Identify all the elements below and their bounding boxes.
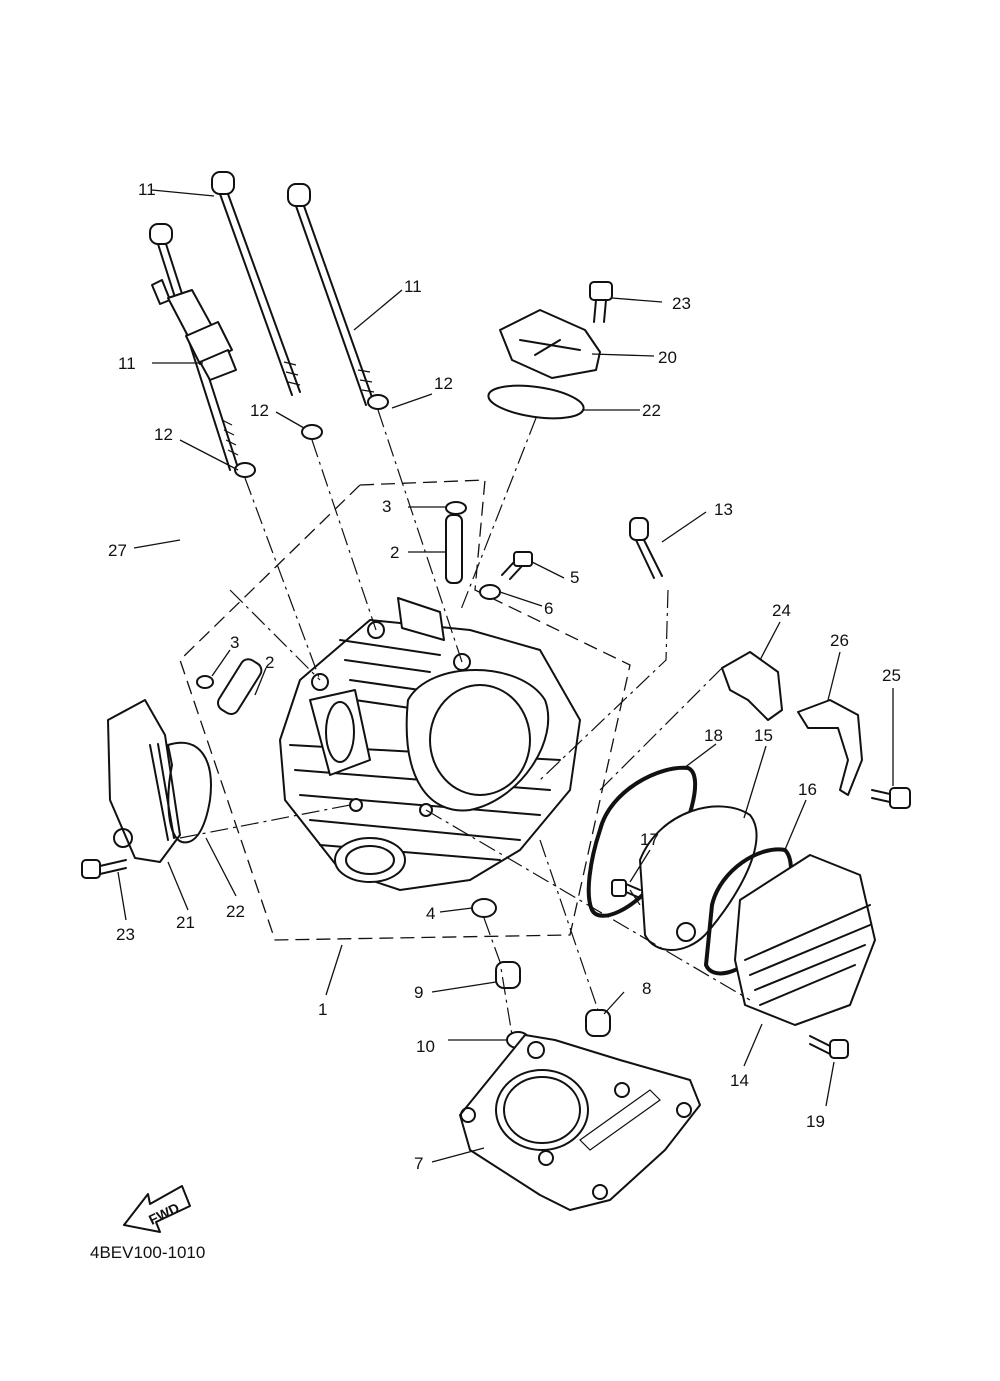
callout-6: 6 xyxy=(544,599,553,618)
washer-middle xyxy=(301,424,323,440)
callout-9: 9 xyxy=(414,983,423,1002)
callout-3: 3 xyxy=(230,633,239,652)
washer-left xyxy=(234,462,256,478)
callout-2: 2 xyxy=(390,543,399,562)
callout-26: 26 xyxy=(830,631,849,650)
callout-23: 23 xyxy=(116,925,135,944)
bracket-24 xyxy=(721,651,783,721)
callout-15: 15 xyxy=(754,726,773,745)
callout-13: 13 xyxy=(714,500,733,519)
callout-25: 25 xyxy=(882,666,901,685)
callout-7: 7 xyxy=(414,1154,423,1173)
callout-3: 3 xyxy=(382,497,391,516)
callout-11: 11 xyxy=(118,354,136,373)
callout-22: 22 xyxy=(642,401,661,420)
callout-14: 14 xyxy=(730,1071,749,1090)
bolt-13 xyxy=(629,517,663,579)
bolt-19 xyxy=(809,1035,849,1059)
clip-upper xyxy=(445,501,467,515)
callout-17: 17 xyxy=(640,830,659,849)
bolt-25 xyxy=(871,787,911,809)
stud-bolt-right xyxy=(287,183,375,406)
seal-8 xyxy=(585,1009,611,1037)
head-gasket xyxy=(459,1034,701,1211)
callout-2: 2 xyxy=(265,653,274,672)
callout-23: 23 xyxy=(672,294,691,313)
side-cover-right xyxy=(734,854,876,1026)
clip-left xyxy=(196,675,214,689)
callout-labels: 11 11 11 12 12 12 3 2 5 6 13 23 20 22 27… xyxy=(108,180,901,1173)
bolt-23-left xyxy=(81,859,127,879)
callout-12: 12 xyxy=(434,374,453,393)
callout-27: 27 xyxy=(108,541,127,560)
fwd-arrow: FWD xyxy=(123,1185,191,1233)
bolt-5 xyxy=(501,551,533,580)
callout-12: 12 xyxy=(154,425,173,444)
top-cover xyxy=(499,309,601,379)
callout-11: 11 xyxy=(138,180,156,199)
o-ring-left xyxy=(167,741,212,844)
callout-5: 5 xyxy=(570,568,579,587)
callout-1: 1 xyxy=(318,1000,327,1019)
callout-8: 8 xyxy=(642,979,651,998)
callout-22: 22 xyxy=(226,902,245,921)
bolt-17 xyxy=(611,879,641,899)
assembly-boundary xyxy=(179,479,631,941)
callout-12: 12 xyxy=(250,401,269,420)
dowel-pin-left xyxy=(217,658,263,716)
stud-bolt-middle xyxy=(211,171,301,396)
callout-11: 11 xyxy=(404,277,422,296)
seal-9 xyxy=(495,961,521,989)
side-cover-left xyxy=(107,699,181,863)
alignment-lines xyxy=(179,409,751,1036)
bolt-23-top xyxy=(589,281,613,323)
clamp-26 xyxy=(797,699,863,796)
seal-4 xyxy=(471,898,497,918)
callout-24: 24 xyxy=(772,601,791,620)
callout-20: 20 xyxy=(658,348,677,367)
washer-6 xyxy=(479,584,501,600)
diagram-code: 4BEV100-1010 xyxy=(90,1243,205,1262)
callout-4: 4 xyxy=(426,904,435,923)
callout-21: 21 xyxy=(176,913,195,932)
leader-lines xyxy=(117,189,894,1163)
callout-10: 10 xyxy=(416,1037,435,1056)
o-ring-top xyxy=(487,384,585,420)
dowel-pin-upper xyxy=(445,514,463,584)
spark-plug xyxy=(151,279,237,381)
callout-19: 19 xyxy=(806,1112,825,1131)
cylinder-head xyxy=(279,597,581,891)
washer-right xyxy=(367,394,389,410)
callout-16: 16 xyxy=(798,780,817,799)
callout-18: 18 xyxy=(704,726,723,745)
